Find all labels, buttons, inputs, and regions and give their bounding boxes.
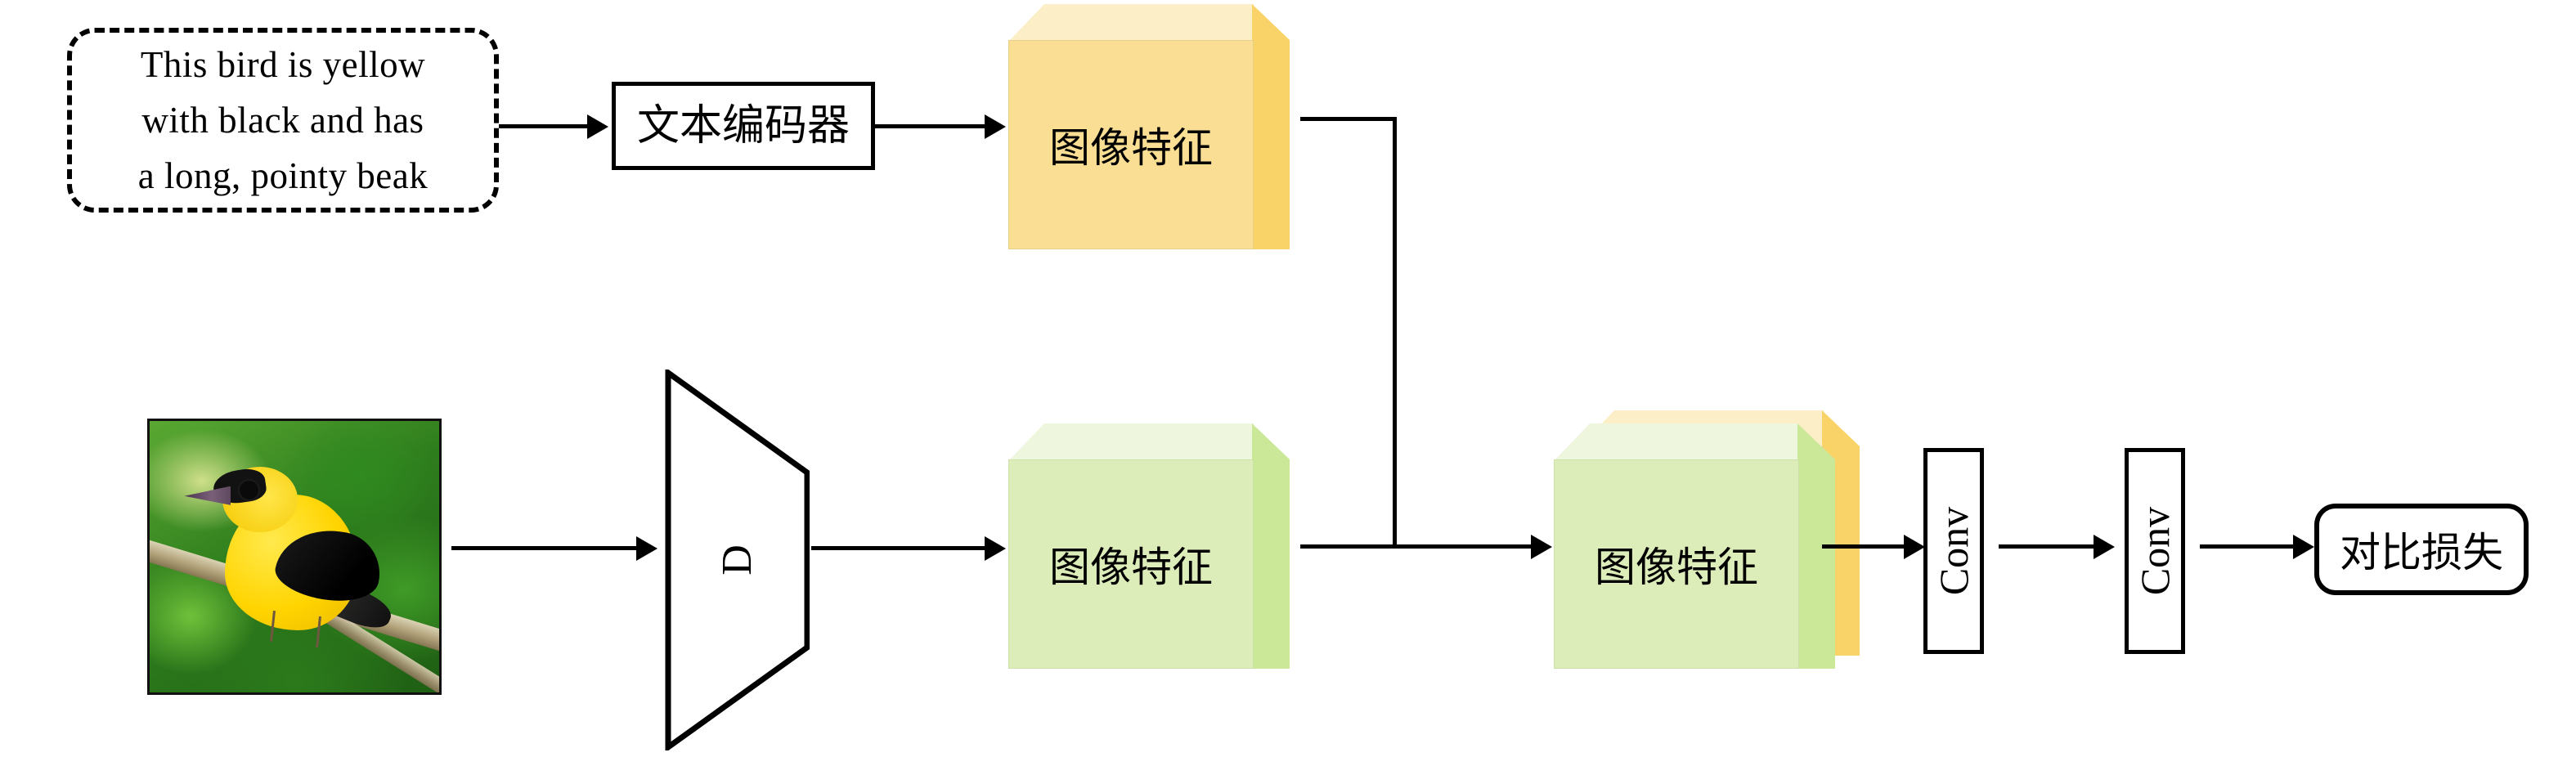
cube-side-face [1252,423,1290,669]
arrowhead-encoder-to-textfeature [985,114,1006,139]
image-encoder-label: D [713,544,761,576]
text-encoder-label: 文本编码器 [636,101,850,150]
edge-imageencoder-to-imagefeature [811,546,988,550]
fused-feature-cube: 图像特征 [1554,410,1860,682]
arrowhead-imagefeature-to-fused [1531,535,1552,559]
bird-eye [239,481,258,500]
edge-photo-to-imageencoder [451,546,640,550]
trapezoid-shape [665,367,810,753]
edge-textfeature-right [1300,117,1397,121]
image-feature-label: 图像特征 [1049,544,1213,591]
edge-conv1-to-conv2 [1999,544,2098,549]
cube-top-face [1008,423,1254,461]
edge-fused-to-conv1 [1822,544,1909,549]
arrowhead-photo-to-imageencoder [636,536,657,561]
edge-caption-to-encoder [499,124,590,128]
image-encoder-node[interactable]: D [664,367,810,753]
text-feature-cube: 图像特征 [1008,4,1290,249]
arrowhead-caption-to-encoder [587,114,608,139]
arrowhead-conv2-to-loss [2293,535,2314,559]
loss-label: 对比损失 [2340,529,2503,576]
conv-2-label: Conv [2132,506,2179,596]
cube-front-face: 图像特征 [1008,459,1254,669]
cube-front-face: 图像特征 [1008,40,1254,249]
fused-front-cube: 图像特征 [1554,423,1835,669]
cube-top-face [1554,423,1799,461]
edge-encoder-to-textfeature [875,124,988,128]
text-caption-box: This bird is yellow with black and has a… [67,28,499,213]
caption-line-3: a long, pointy beak [137,155,429,196]
cube-front-face: 图像特征 [1554,459,1799,669]
conv-1-label: Conv [1931,506,1977,596]
text-encoder-node[interactable]: 文本编码器 [612,82,875,170]
arrowhead-conv1-to-conv2 [2094,535,2115,559]
arrowhead-imageencoder-to-imagefeature [985,536,1006,561]
arrowhead-fused-to-conv1 [1904,535,1925,559]
cube-top-face [1008,4,1254,42]
bird-photo [147,419,442,695]
fused-feature-label: 图像特征 [1595,544,1758,591]
conv-node-1[interactable]: Conv [1923,448,1984,654]
contrastive-loss-node[interactable]: 对比损失 [2314,504,2529,595]
caption-line-2: with black and has [141,100,424,141]
edge-conv2-to-loss [2200,544,2298,549]
cube-side-face [1252,4,1290,249]
image-feature-cube: 图像特征 [1008,423,1290,669]
edge-textfeature-down [1393,117,1397,549]
edge-imagefeature-to-fused [1300,544,1536,549]
text-feature-label: 图像特征 [1049,124,1213,172]
conv-node-2[interactable]: Conv [2125,448,2185,654]
caption-line-1: This bird is yellow [140,44,426,85]
bird-beak [184,486,231,505]
